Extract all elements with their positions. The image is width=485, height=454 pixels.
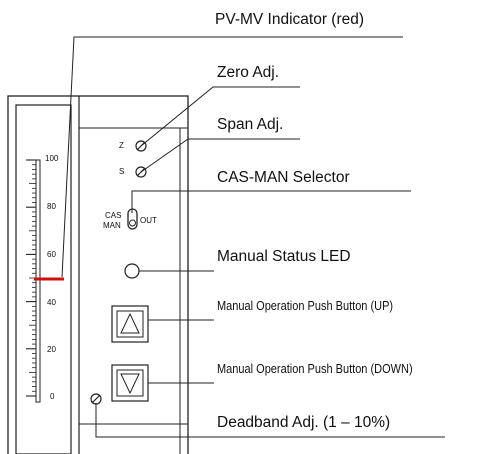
callout-pv-mv-indicator: PV-MV Indicator (red) [215, 11, 365, 28]
panel-label-out: OUT [140, 216, 157, 225]
panel-label-cas: CAS [105, 211, 122, 220]
scale-label: 60 [47, 250, 56, 259]
manual-status-led [124, 263, 140, 279]
leader-pv-mv [61, 36, 403, 278]
callout-zero-adj: Zero Adj. [217, 64, 280, 81]
leader-zero [140, 86, 300, 147]
scale-label: 40 [47, 298, 56, 307]
scale-label: 80 [47, 202, 56, 211]
panel-label-z: Z [119, 141, 124, 150]
leader-cas-man [131, 190, 411, 213]
panel-label-man: MAN [103, 221, 121, 230]
controller-housing [7, 95, 189, 454]
scale-ticks [26, 159, 36, 397]
panel-label-s: S [119, 167, 125, 176]
scale-label: 100 [45, 154, 59, 163]
callout-deadband-adj: Deadband Adj. (1 – 10%) [217, 414, 391, 431]
scale-bar [35, 159, 41, 403]
deadband-adj-screw[interactable] [90, 393, 102, 405]
scale-label: 20 [47, 345, 56, 354]
callout-manual-status-led: Manual Status LED [217, 248, 351, 265]
manual-down-button[interactable] [111, 364, 149, 402]
cas-man-switch-knob [129, 219, 136, 227]
scale-label: 0 [50, 392, 55, 401]
scale-window [15, 104, 72, 454]
leader-deadband [95, 403, 445, 438]
manual-up-button[interactable] [111, 305, 149, 343]
leader-lines [61, 36, 445, 438]
callout-span-adj: Span Adj. [217, 116, 284, 133]
callout-push-button-down: Manual Operation Push Button (DOWN) [217, 362, 413, 376]
callout-push-button-up: Manual Operation Push Button (UP) [217, 299, 394, 313]
callout-cas-man-selector: CAS-MAN Selector [217, 169, 350, 186]
leader-span [140, 138, 300, 173]
